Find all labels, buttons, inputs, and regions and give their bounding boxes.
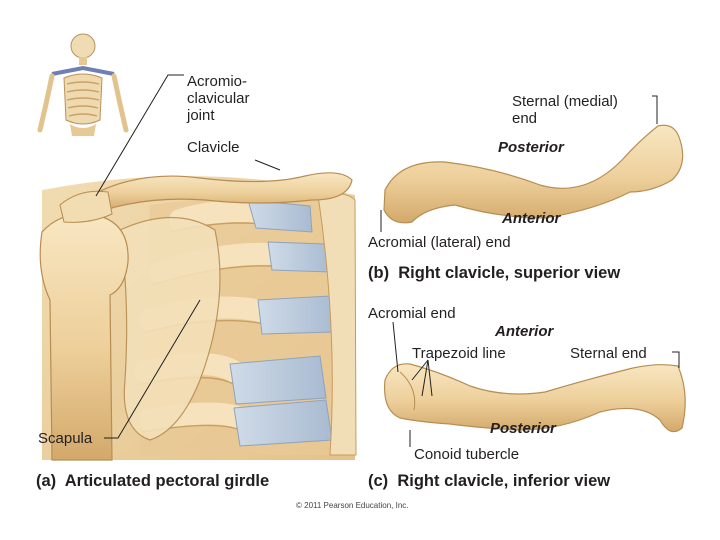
sternal-end-label: Sternal end	[570, 345, 647, 362]
caption-a-letter: (a)	[36, 472, 57, 490]
acromial-end-label: Acromial end	[368, 305, 456, 322]
caption-b-text: Right clavicle, superior view	[398, 264, 621, 282]
clavicle-superior-view	[383, 124, 684, 224]
posterior-superior-label: Posterior	[498, 139, 564, 156]
clavicle-inferior-view	[383, 363, 686, 433]
caption-b: (b) Right clavicle, superior view	[368, 264, 620, 283]
anterior-superior-label: Anterior	[502, 210, 561, 227]
caption-a-text: Articulated pectoral girdle	[64, 472, 270, 490]
caption-c-letter: (c)	[368, 472, 389, 490]
clavicle-label: Clavicle	[187, 139, 240, 156]
costal-cartilages	[229, 199, 335, 447]
acromioclavicular-joint-label: Acromio- clavicular joint	[187, 73, 250, 124]
caption-c: (c) Right clavicle, inferior view	[368, 472, 610, 491]
acromial-lateral-end-label: Acromial (lateral) end	[368, 234, 511, 251]
posterior-inferior-label: Posterior	[490, 420, 556, 437]
acromioclavicular-line-3: joint	[187, 107, 215, 124]
copyright-text: © 2011 Pearson Education, Inc.	[296, 501, 409, 510]
caption-a: (a) Articulated pectoral girdle	[36, 472, 269, 491]
skeleton-thumbnail-icon	[37, 33, 129, 136]
sternal-medial-end-label: Sternal (medial) end	[512, 93, 618, 127]
anterior-inferior-label: Anterior	[495, 323, 554, 340]
sternal-medial-end-line-2: end	[512, 110, 538, 127]
scapula-label: Scapula	[38, 430, 93, 447]
pectoral-girdle-illustration	[39, 172, 357, 461]
conoid-tubercle-label: Conoid tubercle	[414, 446, 520, 463]
caption-b-letter: (b)	[368, 264, 390, 282]
leader-lines	[95, 74, 680, 447]
acromioclavicular-line-2: clavicular	[187, 90, 250, 107]
sternal-medial-end-line-1: Sternal (medial)	[512, 93, 618, 110]
caption-c-text: Right clavicle, inferior view	[397, 472, 611, 490]
trapezoid-line-label: Trapezoid line	[412, 345, 506, 362]
acromioclavicular-line-1: Acromio-	[187, 73, 248, 90]
